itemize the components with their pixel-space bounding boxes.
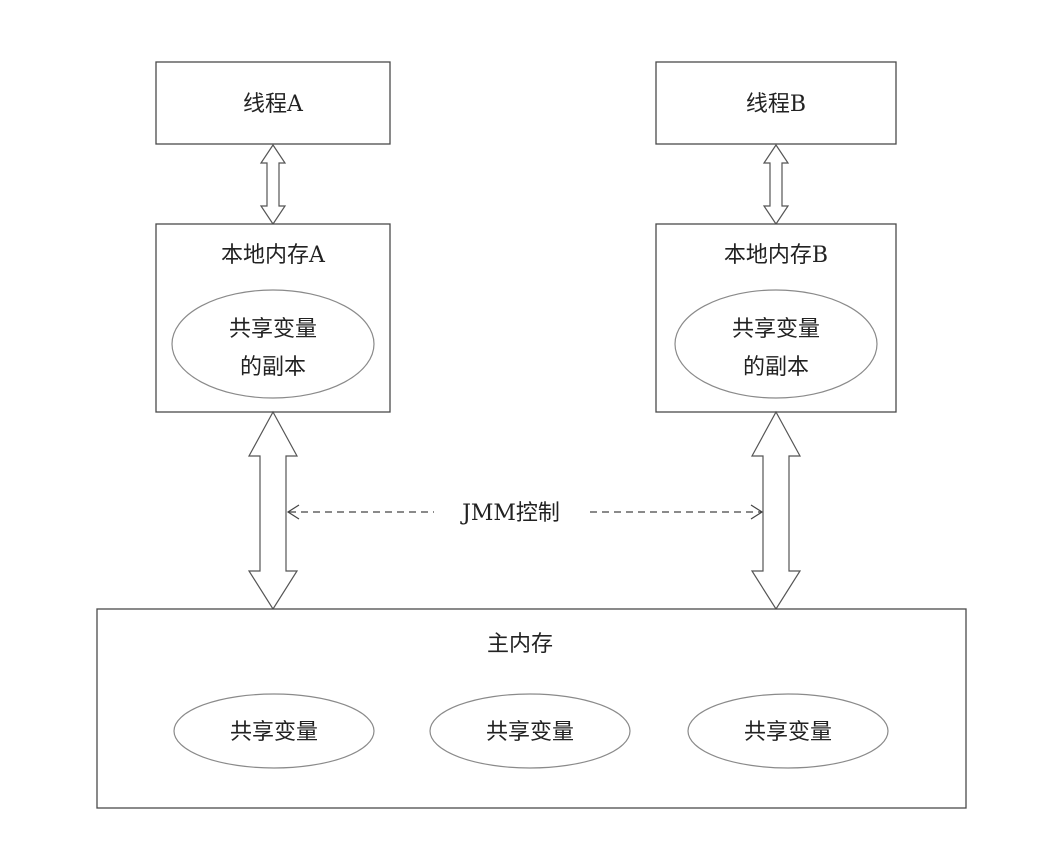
local-memory-a-label: 本地内存A <box>221 243 326 268</box>
thread-a-box <box>155 61 391 145</box>
local-memory-b-label: 本地内存B <box>724 243 828 268</box>
shared-variable-label: 共享变量 <box>230 720 318 745</box>
local-memory-a-copy-line1: 共享变量 <box>229 317 317 342</box>
local-memory-b-copy-line2: 的副本 <box>743 355 809 380</box>
local-memory-b-copy-line1: 共享变量 <box>732 317 820 342</box>
thread-a-label: 线程A <box>243 92 304 117</box>
local-memory-b-copy-ellipse <box>674 289 878 399</box>
jmm-control-label: JMM控制 <box>460 501 560 526</box>
local-memory-a-copy-ellipse <box>171 289 375 399</box>
local-memory-a-copy-line2: 的副本 <box>240 355 306 380</box>
shared-variable-ellipse <box>687 693 889 769</box>
thread-b-local-arrow <box>762 143 790 226</box>
shared-variable-ellipse <box>173 693 375 769</box>
thread-b-box <box>655 61 897 145</box>
thread-a-local-arrow <box>259 143 287 226</box>
main-memory-label: 主内存 <box>487 632 553 657</box>
jmm-control-right-arrowhead <box>750 504 764 520</box>
shared-variable-ellipse <box>429 693 631 769</box>
jmm-control-left-arrowhead <box>286 504 300 520</box>
thread-b-label: 线程B <box>746 92 806 117</box>
shared-variable-label: 共享变量 <box>486 720 574 745</box>
shared-variable-label: 共享变量 <box>744 720 832 745</box>
